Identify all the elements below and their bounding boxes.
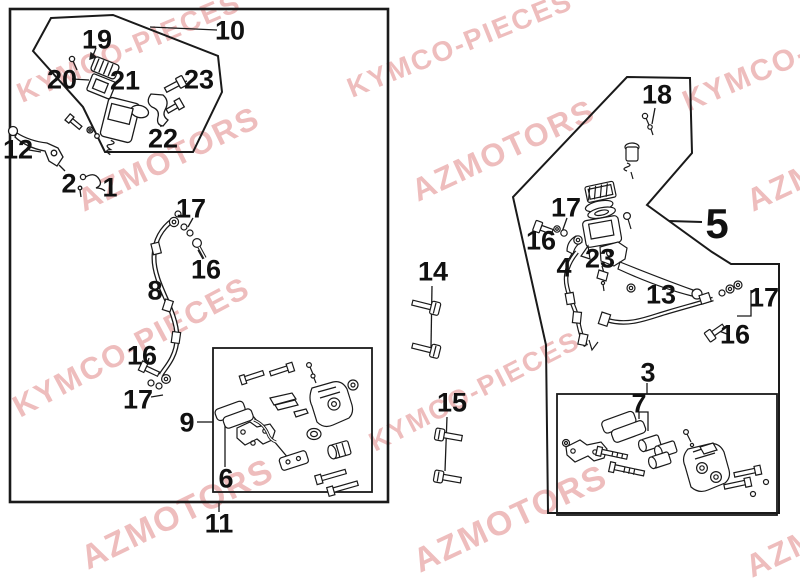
rear-mount-bolts <box>723 464 770 498</box>
bleeder-cap-hole <box>350 382 356 388</box>
callout-label-18: 18 <box>642 80 672 110</box>
watermark-text: KYMCO-PIECES <box>364 325 585 457</box>
callout-label-16: 16 <box>127 341 157 371</box>
watermark-text: AZMOTORS <box>741 102 800 219</box>
callout-label-23: 23 <box>184 65 214 95</box>
front-master-cylinder-assembly <box>7 55 188 198</box>
pad-pin-2 <box>268 361 296 377</box>
rear-caliper-body <box>682 442 731 493</box>
mount-bolt-2 <box>325 480 360 498</box>
slide-pin-2 <box>607 461 646 477</box>
callout-label-14: 14 <box>418 257 448 287</box>
callout-label-17: 17 <box>176 194 206 224</box>
callout-label-16: 16 <box>720 320 750 350</box>
brake-pad-left <box>214 400 254 429</box>
banjo-bolt-16-right <box>532 219 554 236</box>
hose-joint-4 <box>553 225 584 255</box>
rear-master-cylinder-assembly <box>532 112 743 352</box>
adjuster-screws-18 <box>623 112 654 180</box>
reservoir-cap <box>584 180 617 203</box>
bleeder-cap <box>347 379 359 391</box>
pad-pin-1 <box>238 369 265 386</box>
callout-label-13: 13 <box>646 280 676 310</box>
callout-label-9: 9 <box>179 408 194 438</box>
watermark-text: AZMOTORS <box>71 99 265 218</box>
pad-spring-clip <box>293 408 309 418</box>
rear-brake-lever-13 <box>599 241 703 300</box>
callout-label-15: 15 <box>437 388 467 418</box>
caliper-pistons <box>637 434 678 470</box>
watermark-text: KYMCO-PIECES <box>343 0 577 104</box>
callout-label-7: 7 <box>631 389 646 419</box>
callout-label-20: 20 <box>47 65 77 95</box>
callout-label-22: 22 <box>148 124 178 154</box>
rear-master-cylinder-body <box>580 212 632 260</box>
front-caliper-box <box>212 347 373 493</box>
brake-lever-part-12 <box>7 125 66 172</box>
rear-brake-pads-7 <box>601 410 647 443</box>
front-caliper-parts <box>214 361 360 498</box>
mount-bolt-1 <box>313 468 348 486</box>
callout-label-19: 19 <box>82 25 112 55</box>
rear-brake-hose-upper <box>563 250 599 352</box>
lever-spring-parts-1-2 <box>77 173 106 198</box>
watermark-text: KYMCO-PIECES <box>678 0 800 118</box>
callout-label-5: 5 <box>705 200 728 247</box>
bleeder-screw <box>682 429 695 448</box>
slide-pin-1 <box>595 445 629 460</box>
callout-label-16: 16 <box>191 255 221 285</box>
rear-caliper-parts <box>561 410 770 498</box>
callout-label-17: 17 <box>749 283 779 313</box>
left-panel-border <box>8 7 390 504</box>
master-cylinder-body <box>64 96 150 156</box>
handle-assembly-outline-right <box>511 75 780 514</box>
callout-label-17: 17 <box>123 385 153 415</box>
pad-shim <box>269 392 299 411</box>
brake-pad-bottom <box>278 450 309 471</box>
callout-label-11: 11 <box>205 509 234 539</box>
callout-label-6: 6 <box>218 464 233 494</box>
callout-label-8: 8 <box>147 276 162 306</box>
brake-switch-parts-20-21 <box>86 56 120 100</box>
caliper-piston <box>327 440 352 460</box>
reservoir-diaphragm <box>584 199 616 220</box>
callout-label-3: 3 <box>640 358 655 388</box>
watermark-text: AZMOTORS <box>75 451 280 577</box>
rear-caliper-box <box>556 393 778 516</box>
rear-caliper-bracket <box>561 438 608 463</box>
screw-part-19 <box>68 55 78 71</box>
bolt-part-23 <box>163 75 188 94</box>
callout-label-12: 12 <box>3 135 33 165</box>
front-brake-hose-8 <box>137 210 207 390</box>
callout-label-10: 10 <box>215 16 245 46</box>
caliper-body-front <box>309 381 354 428</box>
piston-seal <box>306 427 322 441</box>
clip-part-23-right <box>596 269 609 292</box>
rear-brake-hose-lower <box>597 280 743 343</box>
small-screws <box>306 362 317 384</box>
callout-label-2: 2 <box>61 169 76 199</box>
clamp-part-22 <box>147 93 186 127</box>
callout-label-23: 23 <box>585 244 615 274</box>
callout-label-1: 1 <box>102 173 117 203</box>
handle-assembly-outline-left <box>31 13 224 153</box>
callout-label-17: 17 <box>551 193 581 223</box>
callout-label-4: 4 <box>556 253 571 283</box>
mounting-bolts-14-15 <box>411 299 464 484</box>
callout-label-16: 16 <box>526 226 556 256</box>
watermark-text: AZMOTORS <box>406 92 601 209</box>
callout-label-21: 21 <box>110 66 140 96</box>
piston-seal-inner <box>310 430 319 438</box>
